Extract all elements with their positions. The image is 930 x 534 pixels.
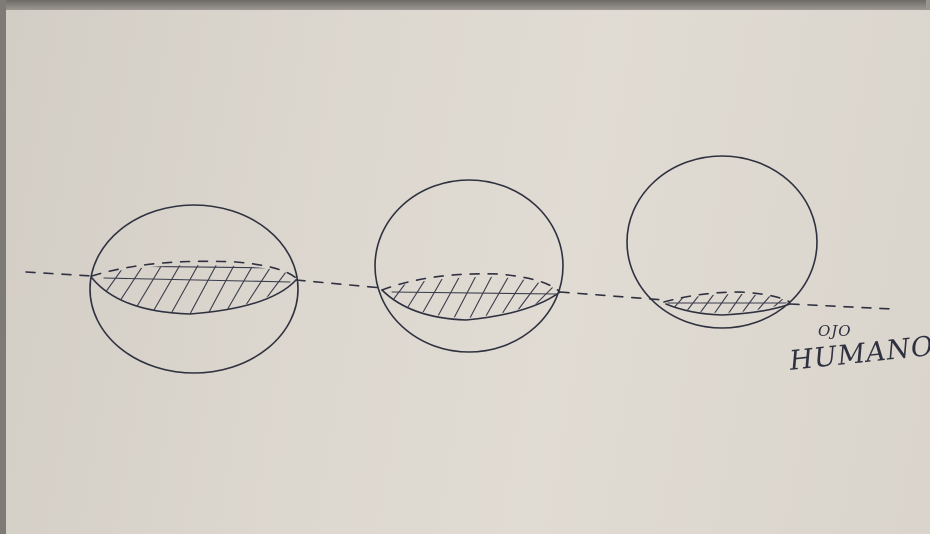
sphere-1-shading [100, 258, 292, 314]
sphere-1 [90, 205, 298, 373]
sphere-2 [375, 180, 563, 352]
annotation-ojo: OJO [818, 322, 852, 340]
sphere-3 [627, 156, 817, 328]
